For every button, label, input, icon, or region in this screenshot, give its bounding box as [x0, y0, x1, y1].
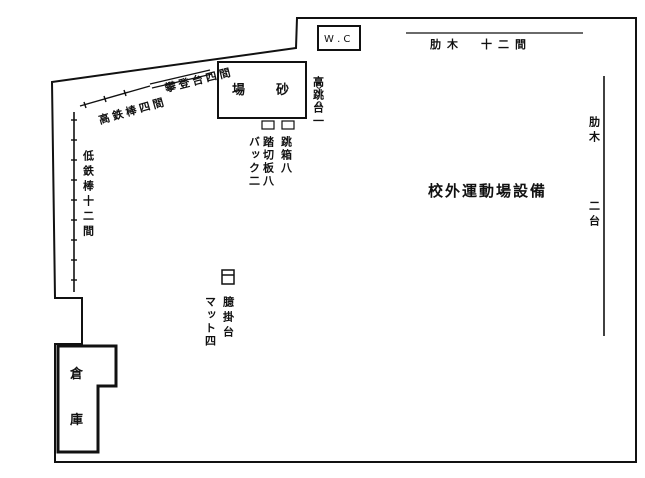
climbing-frame-line-1 [149, 69, 211, 85]
hurdle-icon [221, 269, 235, 285]
sandpit-label-b: 場 [232, 82, 245, 98]
plan-title: 校外運動場設備 [428, 182, 547, 200]
iron-bar-line [79, 85, 151, 107]
iron-bar-label: 高鉄棒四間 [97, 94, 168, 127]
hurdle-label: 臆掛台 [222, 295, 236, 341]
east-equipment-label: 肋木 [588, 115, 602, 146]
grounds-boundary [50, 17, 637, 463]
iron-bar-ticks [83, 89, 127, 109]
climbing-frame-line-2 [151, 73, 213, 89]
sandpit [217, 61, 307, 119]
buck-label: バック二 [248, 136, 261, 188]
ladder-label: 低鉄棒十二間 [82, 149, 96, 240]
mats-label: マット四 [204, 296, 217, 348]
storehouse [56, 344, 118, 454]
north-equipment-label: 肋木 十二間 [430, 37, 532, 51]
climbing-frame-label: 攀登台四間 [162, 64, 234, 95]
storehouse-label-a: 倉 [69, 366, 84, 382]
board-marker [281, 120, 295, 130]
high-jump-post-2 [316, 101, 322, 107]
ladder-ticks [71, 119, 77, 281]
high-jump-post-1 [316, 83, 322, 89]
wc-box [317, 25, 361, 51]
sandpit-label-a: 砂 [275, 82, 289, 98]
east-count-label: 二台 [588, 200, 601, 230]
steel-box-label: 跳箱八 [280, 135, 294, 175]
high-jump-label: 高跳台一 [312, 75, 325, 128]
wc-label: W . C [324, 34, 350, 45]
beam-board-label: 踏切板八 [262, 135, 276, 188]
steel-box-marker [261, 120, 275, 130]
storehouse-label-b: 庫 [70, 412, 83, 428]
